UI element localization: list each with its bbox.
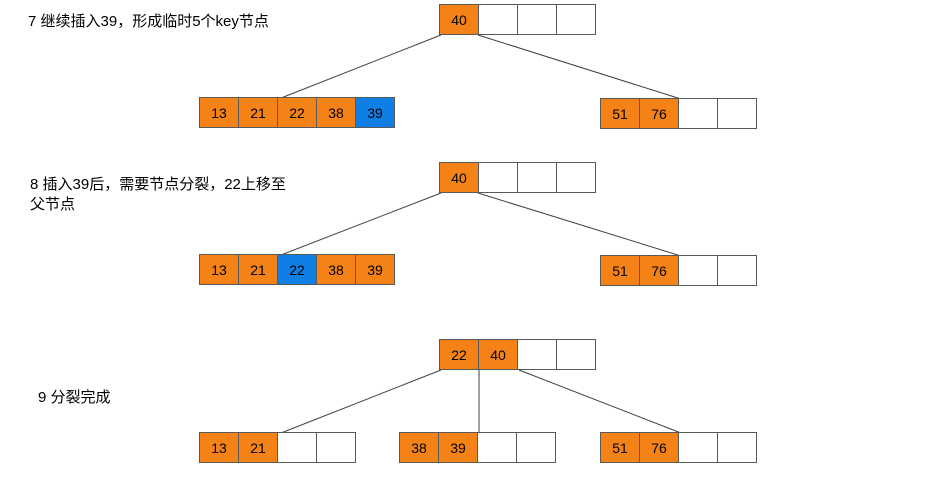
empty-cell xyxy=(316,432,356,463)
key-cell: 38 xyxy=(399,432,439,463)
step7-right-child-node: 51 76 xyxy=(600,98,757,129)
empty-cell xyxy=(517,162,557,193)
step9-left-child-node: 13 21 xyxy=(199,432,356,463)
key-cell: 76 xyxy=(639,432,679,463)
empty-cell xyxy=(478,162,518,193)
key-cell: 13 xyxy=(199,97,239,128)
step7-caption: 7 继续插入39，形成临时5个key节点 xyxy=(28,13,269,30)
step8-caption: 8 插入39后，需要节点分裂，22上移至 父节点 xyxy=(30,176,286,213)
key-cell: 13 xyxy=(199,254,239,285)
step9-root-node: 22 40 xyxy=(439,339,596,370)
highlighted-key-cell: 39 xyxy=(355,97,395,128)
empty-cell xyxy=(717,432,757,463)
empty-cell xyxy=(556,4,596,35)
empty-cell xyxy=(556,162,596,193)
step8-left-child-node: 13 21 22 38 39 xyxy=(199,254,395,285)
step7-left-child-node: 13 21 22 38 39 xyxy=(199,97,395,128)
highlighted-key-cell: 22 xyxy=(277,254,317,285)
empty-cell xyxy=(277,432,317,463)
key-cell: 38 xyxy=(316,97,356,128)
key-cell: 21 xyxy=(238,97,278,128)
key-cell: 21 xyxy=(238,432,278,463)
empty-cell xyxy=(678,98,718,129)
key-cell: 22 xyxy=(277,97,317,128)
empty-cell xyxy=(678,255,718,286)
key-cell: 22 xyxy=(439,339,479,370)
step9-right-child-node: 51 76 xyxy=(600,432,757,463)
key-cell: 39 xyxy=(355,254,395,285)
step9-caption: 9 分裂完成 xyxy=(38,389,111,406)
key-cell: 76 xyxy=(639,98,679,129)
key-cell: 39 xyxy=(438,432,478,463)
step9-middle-child-node: 38 39 xyxy=(399,432,556,463)
empty-cell xyxy=(678,432,718,463)
key-cell: 21 xyxy=(238,254,278,285)
empty-cell xyxy=(517,339,557,370)
key-cell: 40 xyxy=(439,4,479,35)
step7-root-node: 40 xyxy=(439,4,596,35)
key-cell: 40 xyxy=(478,339,518,370)
key-cell: 13 xyxy=(199,432,239,463)
empty-cell xyxy=(477,432,517,463)
step8-right-child-node: 51 76 xyxy=(600,255,757,286)
empty-cell xyxy=(478,4,518,35)
empty-cell xyxy=(717,98,757,129)
key-cell: 40 xyxy=(439,162,479,193)
key-cell: 51 xyxy=(600,98,640,129)
empty-cell xyxy=(516,432,556,463)
key-cell: 51 xyxy=(600,255,640,286)
empty-cell xyxy=(717,255,757,286)
step8-root-node: 40 xyxy=(439,162,596,193)
empty-cell xyxy=(517,4,557,35)
empty-cell xyxy=(556,339,596,370)
key-cell: 38 xyxy=(316,254,356,285)
key-cell: 76 xyxy=(639,255,679,286)
key-cell: 51 xyxy=(600,432,640,463)
